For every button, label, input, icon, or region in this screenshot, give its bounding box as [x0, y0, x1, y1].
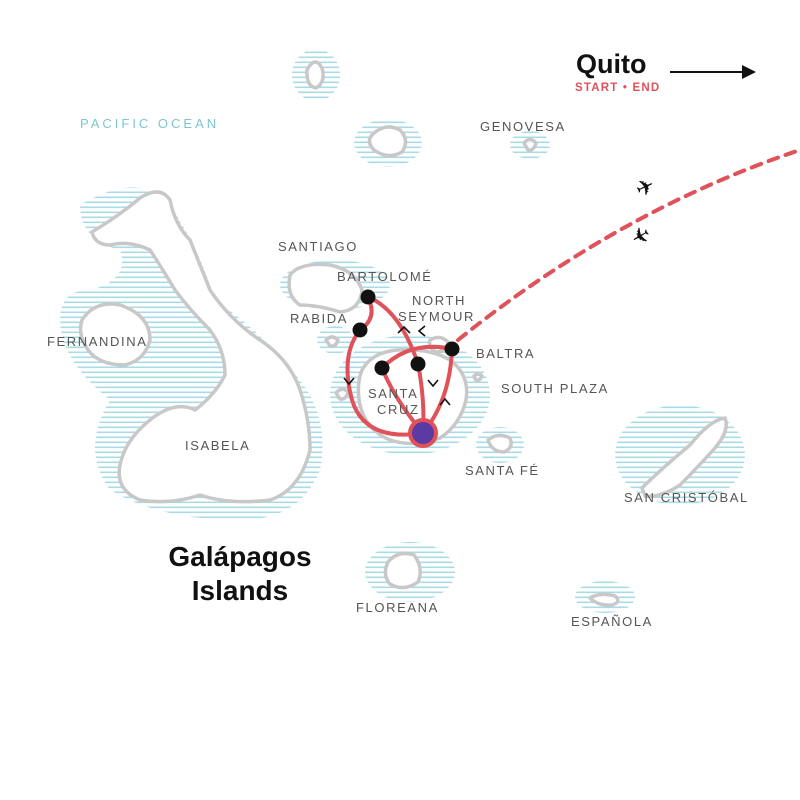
label-san-cristobal: SAN CRISTÓBAL [624, 490, 749, 505]
airplane-outbound-icon: ✈ [632, 173, 659, 203]
label-santiago: SANTIAGO [278, 239, 358, 254]
route-stops [352, 289, 460, 376]
label-baltra: BALTRA [476, 346, 536, 361]
ocean-label: PACIFIC OCEAN [80, 116, 220, 131]
label-santa-cruz-line1: SANTA [368, 386, 419, 401]
label-bartolome: BARTOLOMÉ [337, 269, 433, 284]
stop-baltra [444, 341, 460, 357]
island-santiago [287, 262, 364, 314]
stop-bartolome [360, 289, 376, 305]
stop-rabida [352, 322, 368, 338]
island-fernandina [78, 302, 152, 367]
map-title-line1: Galápagos [168, 541, 312, 572]
flight-path [456, 148, 800, 342]
bullet-separator: • [622, 82, 629, 94]
route-direction-chevrons [343, 325, 451, 406]
label-rabida: RABIDA [290, 311, 349, 326]
map-title: Galápagos Islands [130, 540, 350, 608]
island-espanola [588, 592, 620, 607]
island-san-cristobal [640, 416, 728, 499]
island-marchena [367, 125, 408, 158]
label-espanola: ESPAÑOLA [571, 614, 653, 629]
island-genovesa [522, 137, 538, 152]
quito-arrow-icon [742, 65, 756, 79]
origin-city-label: Quito [576, 49, 647, 79]
island-pinzon [334, 387, 350, 401]
island-floreana [383, 551, 422, 590]
start-end-marker [408, 418, 438, 448]
island-south-plaza [472, 372, 484, 382]
island-wolf [305, 60, 325, 90]
map-title-line2: Islands [191, 575, 289, 606]
island-santa-fe [486, 433, 513, 454]
stop-north-seymour [410, 356, 426, 372]
label-north-seymour-line1: NORTH [412, 293, 466, 308]
label-fernandina: FERNANDINA [47, 334, 148, 349]
label-floreana: FLOREANA [356, 600, 439, 615]
island-isabela [90, 190, 312, 504]
island-rabida [324, 335, 340, 348]
label-santa-fe: SANTA FÉ [465, 463, 540, 478]
stop-santa-cruz [374, 360, 390, 376]
label-isabela: ISABELA [185, 438, 251, 453]
end-label: END [632, 82, 661, 94]
start-label: START [575, 82, 619, 94]
label-genovesa: GENOVESA [480, 119, 566, 134]
label-santa-cruz-line2: CRUZ [377, 402, 420, 417]
label-south-plaza: SOUTH PLAZA [501, 381, 609, 396]
start-end-caption: START • END [575, 82, 660, 94]
label-north-seymour-line2: SEYMOUR [398, 309, 475, 324]
